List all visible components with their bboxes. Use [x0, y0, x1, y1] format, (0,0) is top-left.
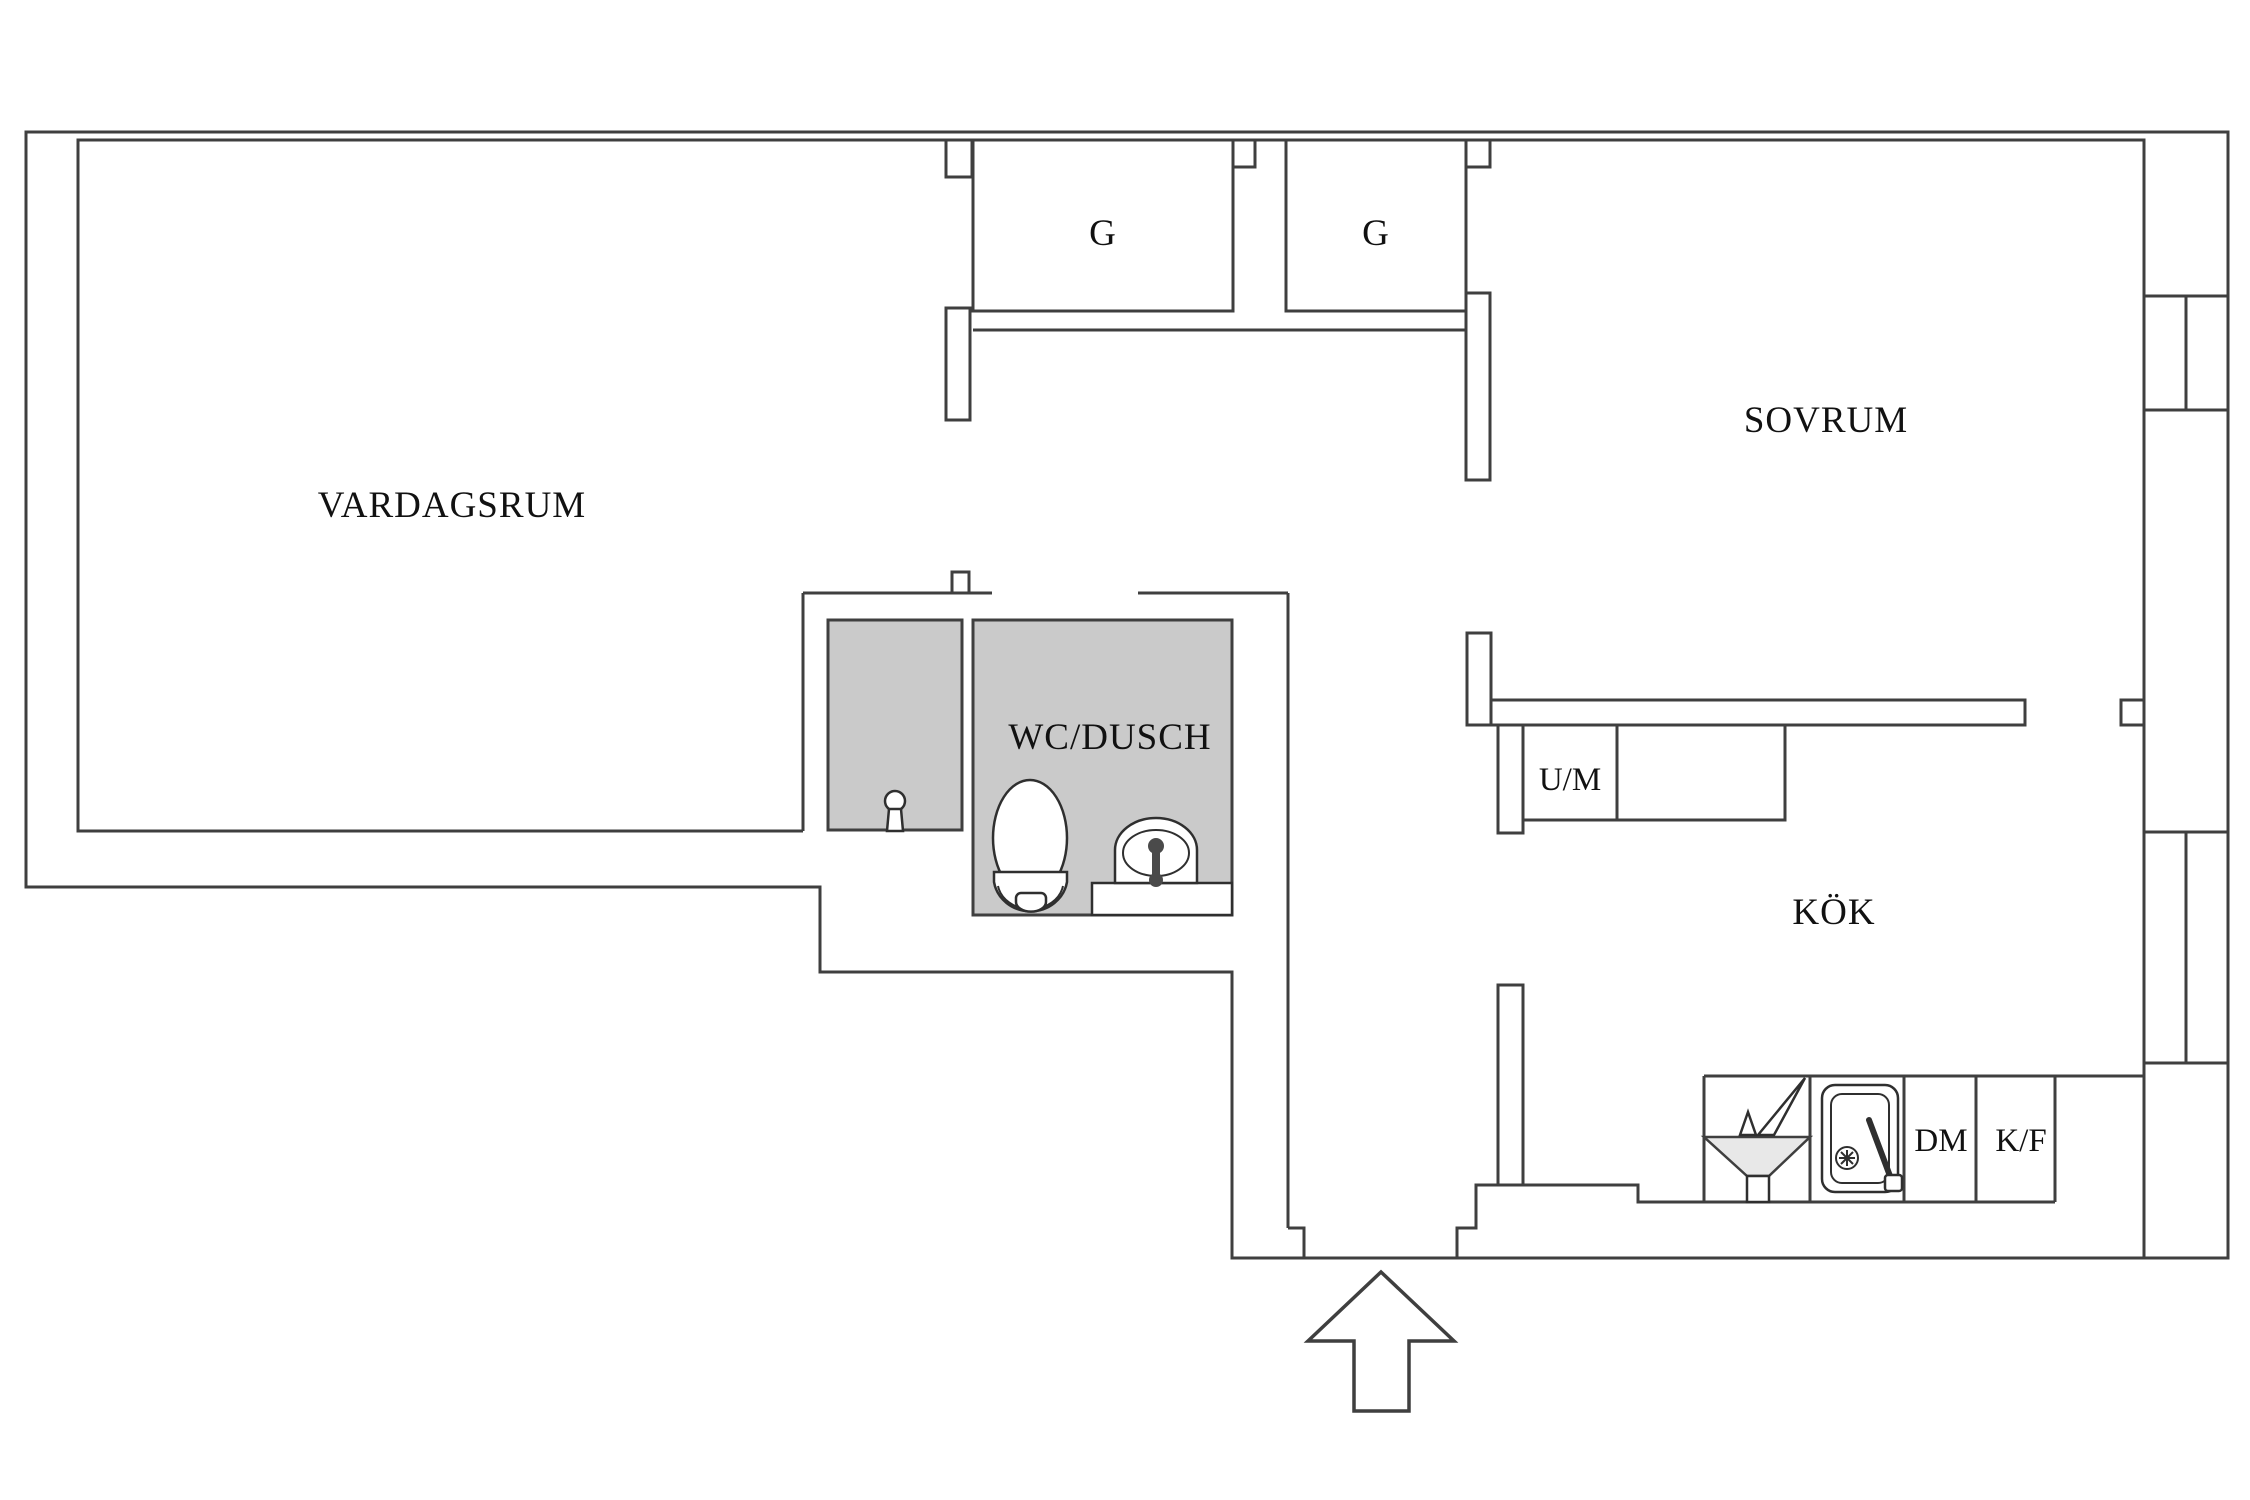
- utility-cabinet-box: [1615, 723, 1787, 822]
- counter-cell-dividers: [1702, 1076, 2057, 1202]
- room-label-living: VARDAGSRUM: [318, 485, 586, 526]
- closet-right-walls: [1284, 140, 1468, 313]
- stub-top-right: [1464, 138, 1492, 169]
- room-label-bedroom: SOVRUM: [1744, 400, 1908, 441]
- room-label-kitchen: KÖK: [1792, 892, 1875, 933]
- label-fridge-freezer: K/F: [1995, 1123, 2046, 1159]
- hall-east-wall-upper: [1496, 723, 1525, 835]
- entrance-arrow-icon: [1303, 1269, 1459, 1413]
- label-dishwasher: DM: [1914, 1123, 1967, 1159]
- entrance-right-jamb: [1455, 1183, 1498, 1258]
- cooker-fan-icon: [1700, 1077, 1814, 1204]
- shower-mixer-icon: [883, 789, 907, 833]
- room-label-bathroom: WC/DUSCH: [1008, 717, 1211, 758]
- stub-closet-gap: [1231, 138, 1257, 169]
- entrance-left-jamb: [1288, 1226, 1306, 1258]
- pier-living-door: [944, 306, 972, 422]
- wall-segment-bedroom-kitchen: [1465, 631, 1493, 727]
- exterior-wall-outline: [24, 130, 2230, 1260]
- hall-east-wall-lower: [1496, 983, 1525, 1187]
- door-stub-wc: [950, 570, 971, 595]
- kitchen-sink-icon: [1820, 1083, 1904, 1194]
- closet-left-walls: [971, 140, 1235, 313]
- toilet-icon: [991, 778, 1069, 913]
- door-stub-living-north: [944, 138, 974, 179]
- label-utility-unit: U/M: [1539, 762, 1601, 798]
- washbasin-counter: [1090, 881, 1234, 917]
- window-bedroom-east: [2144, 294, 2228, 412]
- kitchen-north-wall: [1489, 698, 2027, 727]
- door-stub-kitchen-bedroom: [2119, 698, 2146, 727]
- window-kitchen-east: [2144, 830, 2228, 1065]
- kitchen-floor-south-edge: [1523, 1183, 2055, 1204]
- pier-bedroom-door: [1464, 291, 1492, 482]
- room-label-closet-right: G: [1362, 213, 1390, 254]
- washbasin-icon: [1113, 816, 1199, 887]
- interior-wall-face: [76, 138, 2146, 1258]
- room-label-closet-left: G: [1089, 213, 1117, 254]
